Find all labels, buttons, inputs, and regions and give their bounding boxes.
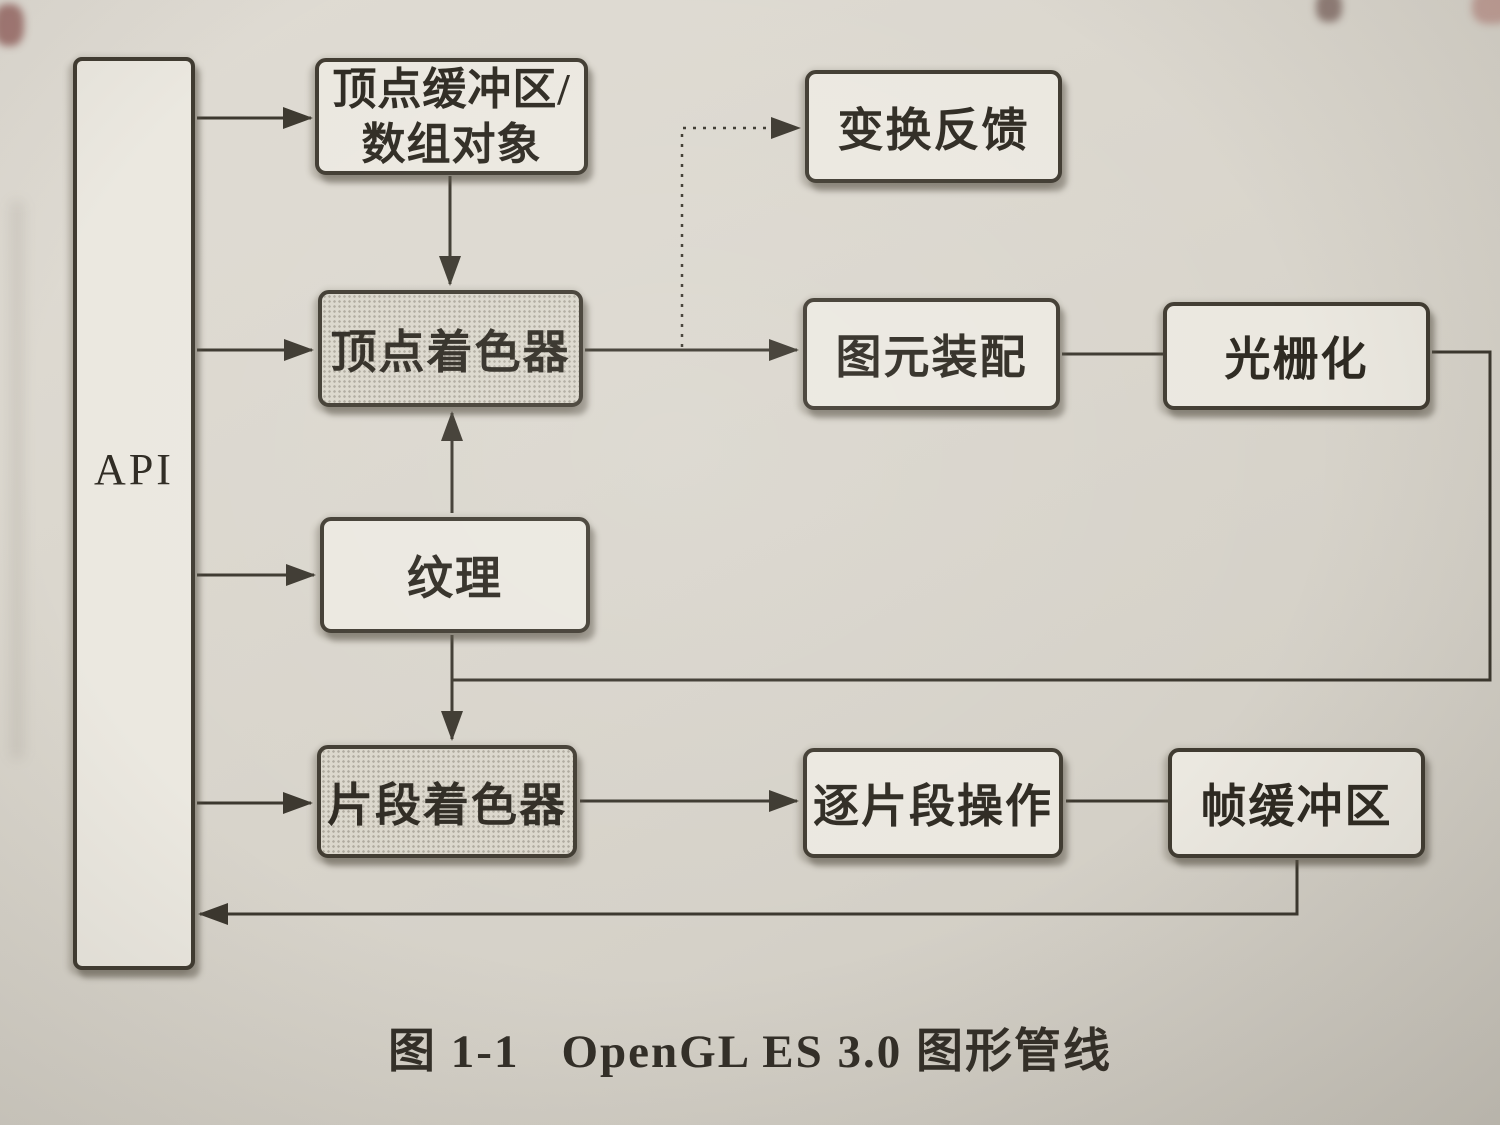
node-vertex-shader: 顶点着色器 (318, 290, 583, 407)
node-primitive-assembly-label: 图元装配 (835, 332, 1028, 383)
figure-caption: 图 1-1 OpenGL ES 3.0 图形管线 (0, 1012, 1500, 1081)
edge-framebuffer-to-api (198, 860, 1299, 925)
node-per-fragment-operations: 逐片段操作 (803, 748, 1063, 858)
node-texture: 纹理 (320, 517, 590, 633)
node-vertex-buffer-label-line1: 顶点缓冲区/ (332, 64, 571, 114)
node-fragment-shader-label: 片段着色器 (327, 779, 567, 831)
node-framebuffer-label: 帧缓冲区 (1200, 781, 1393, 832)
node-api: API (73, 57, 195, 970)
node-vertex-buffer-label-line2: 数组对象 (361, 119, 542, 169)
node-per-fragment-operations-label: 逐片段操作 (813, 781, 1053, 832)
node-transform-feedback: 变换反馈 (805, 70, 1062, 183)
figure-caption-number: 图 1-1 (388, 1026, 520, 1078)
edge-vertex-shader-to-transform-feedback (680, 117, 801, 347)
node-primitive-assembly: 图元装配 (803, 298, 1060, 410)
node-transform-feedback-label: 变换反馈 (837, 104, 1030, 156)
figure-caption-title: OpenGL ES 3.0 图形管线 (561, 1026, 1112, 1078)
node-vertex-buffer-array-object: 顶点缓冲区/ 数组对象 (315, 58, 588, 175)
node-rasterization: 光栅化 (1163, 302, 1430, 410)
node-api-label: API (94, 445, 174, 494)
edge-rasterization-loop (452, 350, 1492, 682)
node-fragment-shader: 片段着色器 (317, 745, 577, 858)
node-vertex-shader-label: 顶点着色器 (330, 326, 571, 378)
node-rasterization-label: 光栅化 (1224, 334, 1369, 385)
node-texture-label: 纹理 (407, 553, 503, 604)
node-framebuffer: 帧缓冲区 (1168, 748, 1425, 858)
